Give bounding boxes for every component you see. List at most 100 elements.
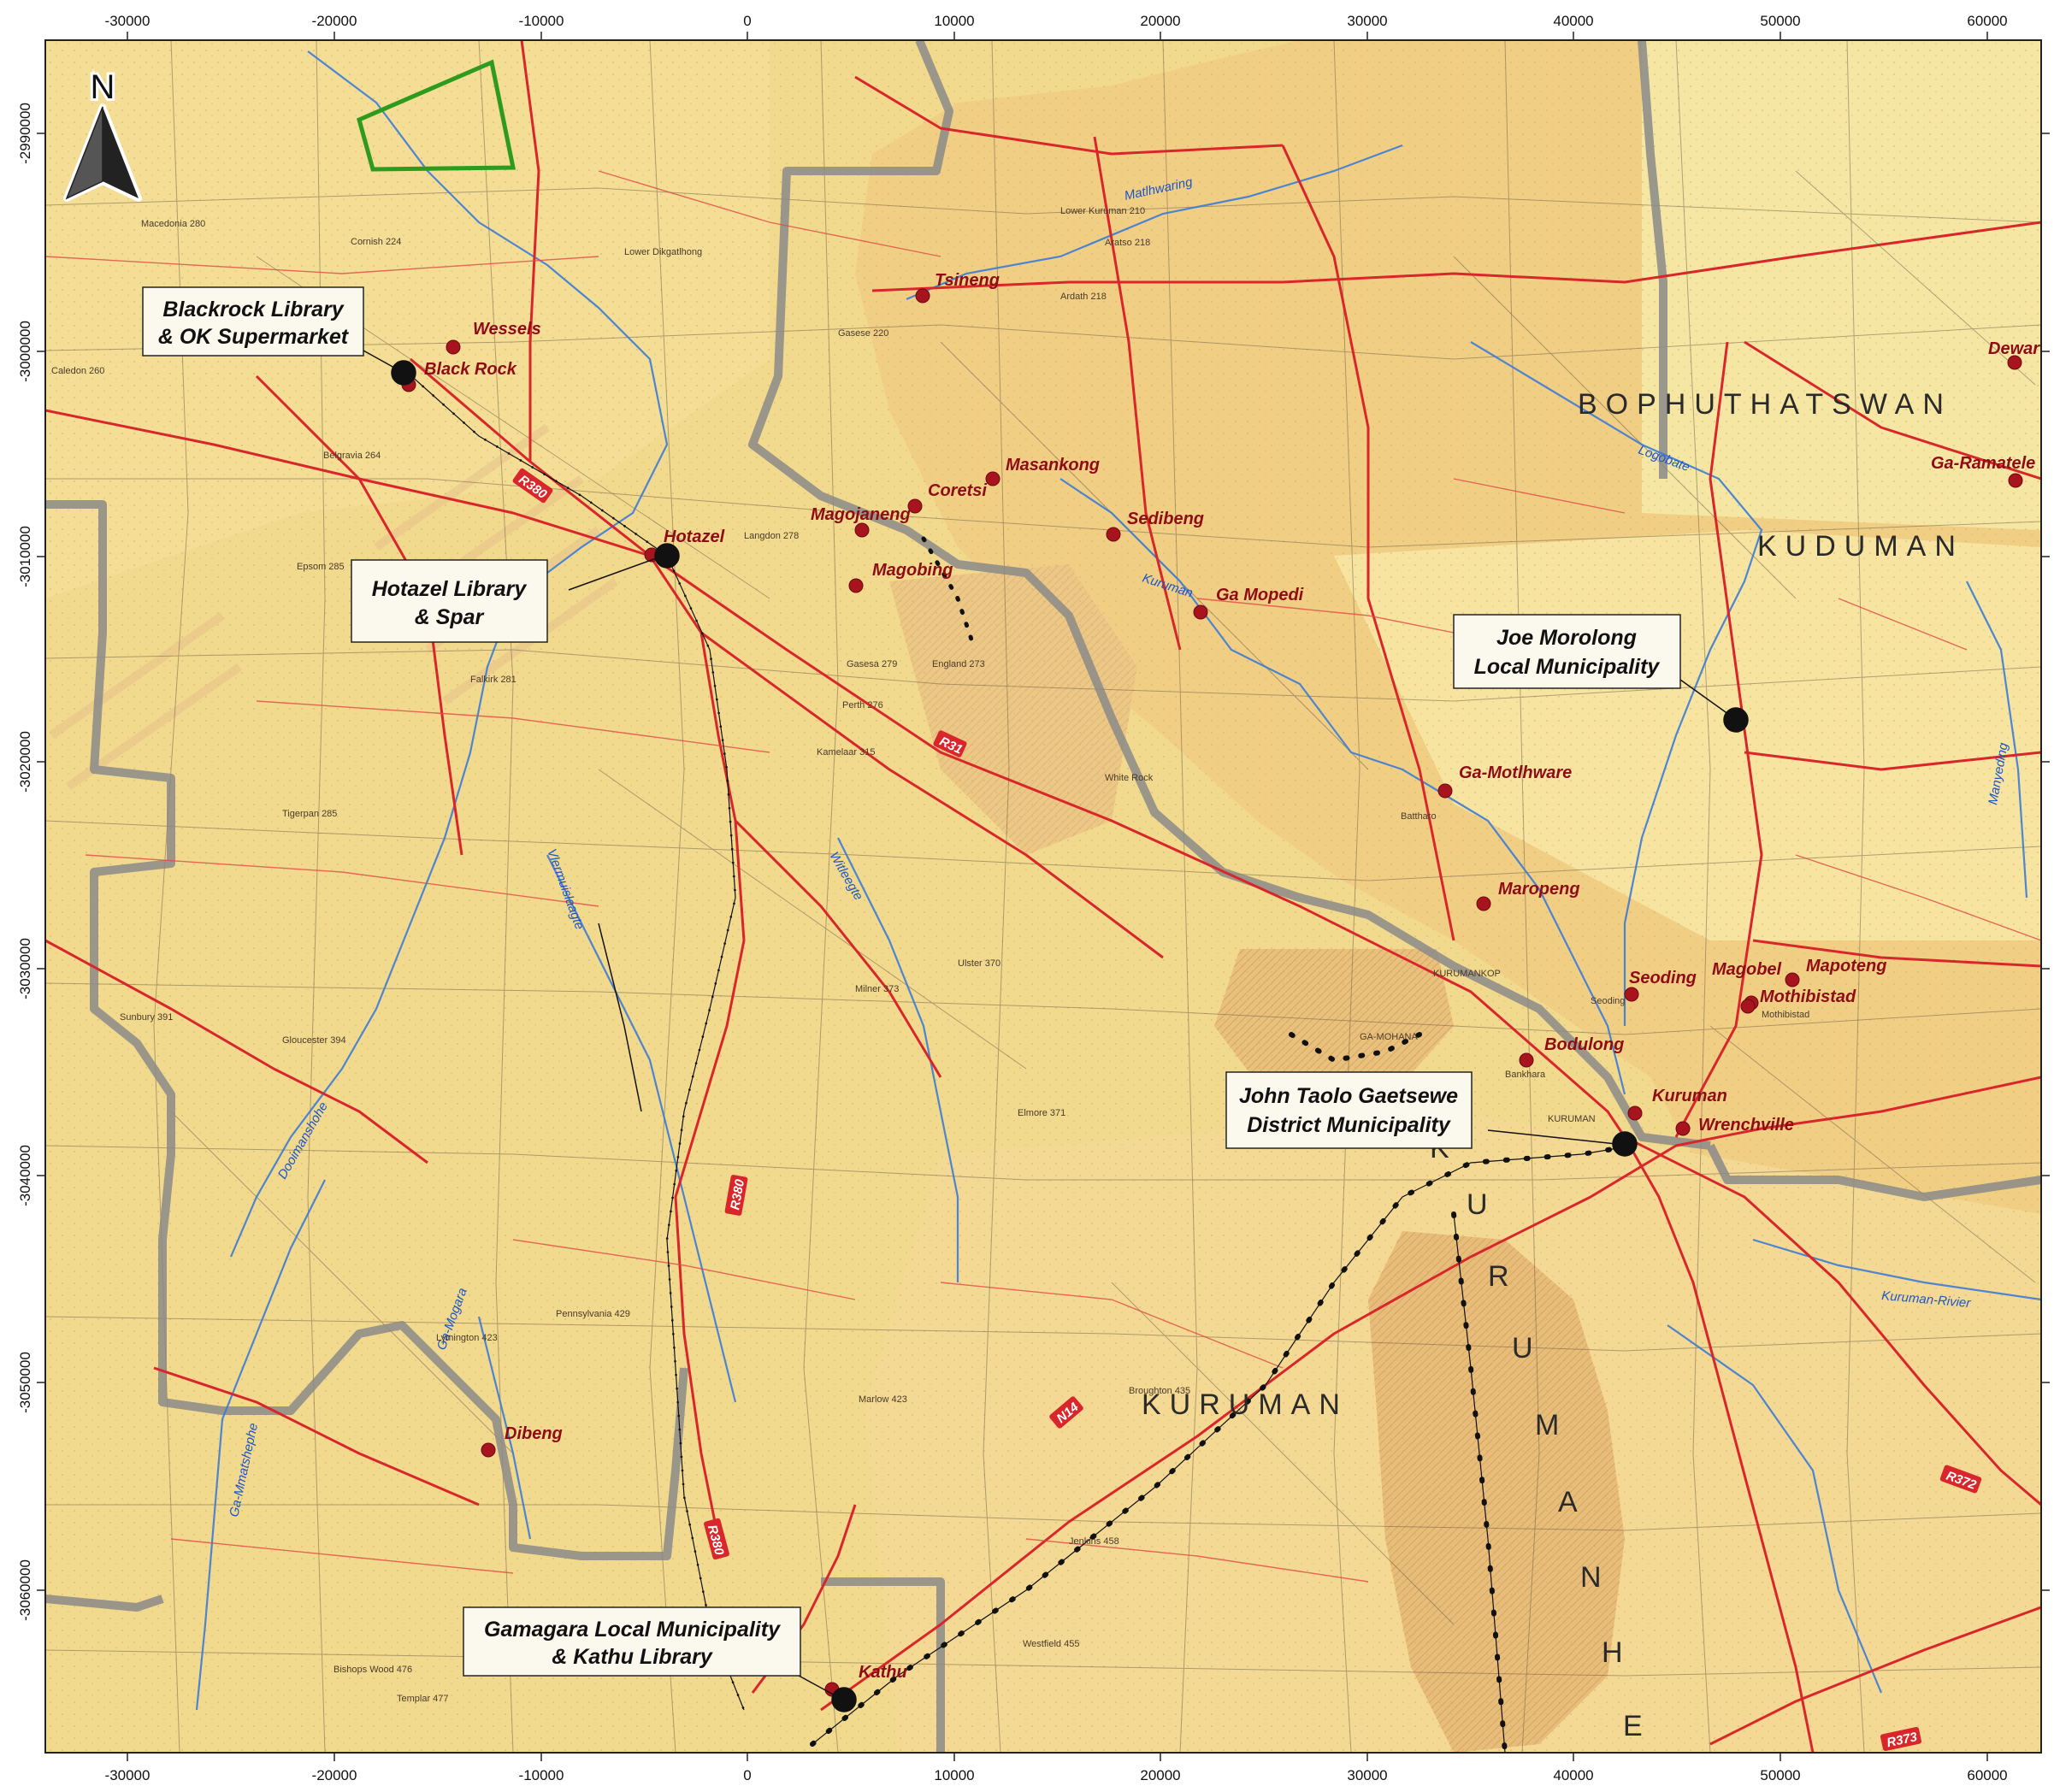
- svg-text:Lower Dikgatlhong: Lower Dikgatlhong: [624, 247, 702, 257]
- svg-text:Cornish 224: Cornish 224: [351, 237, 401, 247]
- callout-john-taolo-gaetsewe: John Taolo Gaetsewe District Municipalit…: [1225, 1071, 1473, 1149]
- callout-hotazel: Hotazel Library & Spar: [351, 559, 548, 643]
- svg-text:Ulster 370: Ulster 370: [958, 958, 1000, 969]
- svg-text:Aratso 218: Aratso 218: [1105, 238, 1150, 248]
- svg-text:John Taolo Gaetsewe: John Taolo Gaetsewe: [1239, 1084, 1458, 1108]
- marker-hotazel-library: [654, 543, 680, 569]
- svg-text:Tigerpan 285: Tigerpan 285: [282, 809, 337, 819]
- ticks-bottom: [127, 1753, 1988, 1761]
- svg-text:-3020000: -3020000: [17, 731, 33, 793]
- region-label-kuruman: KURUMAN: [1142, 1388, 1349, 1421]
- place-label-black-rock: Black Rock: [424, 360, 517, 379]
- svg-text:-20000: -20000: [312, 13, 357, 29]
- svg-text:30000: 30000: [1347, 13, 1387, 29]
- map-area: BOPHUTHATSWAN KUDUMAN KURUMAN K U R U M …: [45, 40, 2041, 1753]
- svg-text:Joe Morolong: Joe Morolong: [1496, 626, 1637, 650]
- place-labels: Tsineng Wessels Black Rock Hotazel Masan…: [424, 271, 2040, 1682]
- marker-joe-morolong: [1723, 707, 1749, 733]
- x-axis-labels-top: -30000 -20000 -10000 0 10000 20000 30000…: [105, 13, 2008, 29]
- region-label-kuduman: KUDUMAN: [1757, 530, 1964, 563]
- ticks-left: [37, 133, 45, 1591]
- place-label-ga-ramatele: Ga-Ramatele: [1931, 454, 2035, 473]
- place-dot-tsineng: [915, 288, 930, 304]
- marker-gamagara: [831, 1687, 857, 1712]
- svg-text:U: U: [1467, 1188, 1496, 1221]
- svg-text:-3050000: -3050000: [17, 1352, 33, 1413]
- svg-text:& Spar: & Spar: [415, 605, 485, 629]
- map-stipple-overlay: [45, 40, 2041, 1753]
- place-dot-dibeng: [481, 1442, 496, 1458]
- place-label-sedibeng: Sedibeng: [1127, 510, 1204, 528]
- place-label-mapoteng: Mapoteng: [1806, 957, 1886, 976]
- place-dot-wrenchville: [1675, 1121, 1691, 1136]
- place-label-dibeng: Dibeng: [505, 1424, 563, 1443]
- svg-text:District Municipality: District Municipality: [1247, 1113, 1451, 1137]
- place-dot-mapoteng: [1785, 972, 1800, 987]
- svg-text:Langdon 278: Langdon 278: [744, 531, 799, 541]
- place-label-maropeng: Maropeng: [1498, 880, 1580, 899]
- svg-text:R: R: [1488, 1260, 1518, 1293]
- place-label-mothibistad: Mothibistad: [1760, 987, 1856, 1006]
- ticks-top: [127, 32, 1988, 40]
- place-label-magojaneng: Magojaneng: [811, 505, 911, 524]
- svg-text:-10000: -10000: [519, 13, 564, 29]
- svg-text:Gloucester 394: Gloucester 394: [282, 1035, 346, 1046]
- svg-text:Elmore 371: Elmore 371: [1018, 1108, 1065, 1118]
- svg-text:U: U: [1512, 1332, 1542, 1365]
- place-label-ga-motlhware: Ga-Motlhware: [1459, 763, 1572, 782]
- callout-blackrock: Blackrock Library & OK Supermarket: [142, 286, 364, 357]
- svg-text:Milner 373: Milner 373: [855, 984, 899, 994]
- svg-text:-2990000: -2990000: [17, 103, 33, 164]
- svg-text:E: E: [1623, 1710, 1651, 1742]
- region-label-bophuthatswana: BOPHUTHATSWAN: [1578, 388, 1952, 421]
- place-dot-ga-motlhware: [1437, 783, 1453, 799]
- place-label-kathu: Kathu: [859, 1663, 907, 1682]
- svg-text:KURUMANKOP: KURUMANKOP: [1433, 969, 1501, 979]
- svg-text:Blackrock Library: Blackrock Library: [162, 298, 344, 321]
- svg-text:60000: 60000: [1967, 1767, 2007, 1783]
- svg-text:10000: 10000: [934, 13, 974, 29]
- road-shield-r380-mid: R380: [724, 1175, 748, 1216]
- svg-text:-3000000: -3000000: [17, 321, 33, 382]
- svg-text:Sunbury 391: Sunbury 391: [120, 1012, 173, 1023]
- callout-joe-morolong: Joe Morolong Local Municipality: [1453, 614, 1681, 689]
- svg-text:30000: 30000: [1347, 1767, 1387, 1783]
- svg-text:Gasese 220: Gasese 220: [838, 328, 888, 339]
- svg-text:Lower Kuruman 210: Lower Kuruman 210: [1060, 206, 1145, 216]
- place-label-wessels: Wessels: [473, 320, 541, 339]
- place-label-tsineng: Tsineng: [935, 271, 1000, 290]
- callout-leaders: [363, 350, 1749, 1712]
- svg-text:Marlow 423: Marlow 423: [859, 1394, 907, 1405]
- svg-text:R380: R380: [728, 1178, 747, 1211]
- minor-labels: Aratso 218 Lower Dikgatlhong Gasese 220 …: [51, 206, 1809, 1704]
- svg-text:0: 0: [743, 1767, 751, 1783]
- svg-text:Belgravia 264: Belgravia 264: [323, 451, 381, 461]
- callout-gamagara: Gamagara Local Municipality & Kathu Libr…: [463, 1606, 801, 1677]
- place-label-magobing: Magobing: [872, 561, 953, 580]
- place-dot-sedibeng: [1106, 527, 1121, 542]
- svg-text:Local Municipality: Local Municipality: [1474, 655, 1661, 679]
- svg-text:Hotazel Library: Hotazel Library: [372, 577, 528, 601]
- map-frame: [44, 39, 2042, 1754]
- svg-text:Macedonia 280: Macedonia 280: [141, 219, 205, 229]
- place-label-magobel: Magobel: [1712, 960, 1782, 979]
- place-dot-seoding: [1624, 987, 1639, 1002]
- place-dot-coretsi: [907, 498, 923, 514]
- place-dot-kuruman: [1627, 1105, 1643, 1121]
- place-label-kuruman: Kuruman: [1652, 1087, 1727, 1105]
- svg-text:KURUMAN: KURUMAN: [1548, 1114, 1596, 1124]
- railways: [401, 367, 1636, 1753]
- svg-text:-20000: -20000: [312, 1767, 357, 1783]
- svg-text:Epsom 285: Epsom 285: [297, 562, 345, 572]
- svg-text:-10000: -10000: [519, 1767, 564, 1783]
- svg-text:& OK Supermarket: & OK Supermarket: [158, 325, 350, 349]
- svg-text:England 273: England 273: [932, 659, 985, 669]
- svg-text:M: M: [1535, 1409, 1567, 1441]
- svg-text:0: 0: [743, 13, 751, 29]
- svg-text:GA-MOHANA: GA-MOHANA: [1360, 1032, 1419, 1042]
- svg-text:60000: 60000: [1967, 13, 2007, 29]
- svg-text:20000: 20000: [1140, 1767, 1180, 1783]
- y-axis-labels-left: -2990000 -3000000 -3010000 -3020000 -303…: [17, 103, 33, 1621]
- svg-text:Battharo: Battharo: [1401, 811, 1437, 822]
- svg-text:-30000: -30000: [105, 1767, 151, 1783]
